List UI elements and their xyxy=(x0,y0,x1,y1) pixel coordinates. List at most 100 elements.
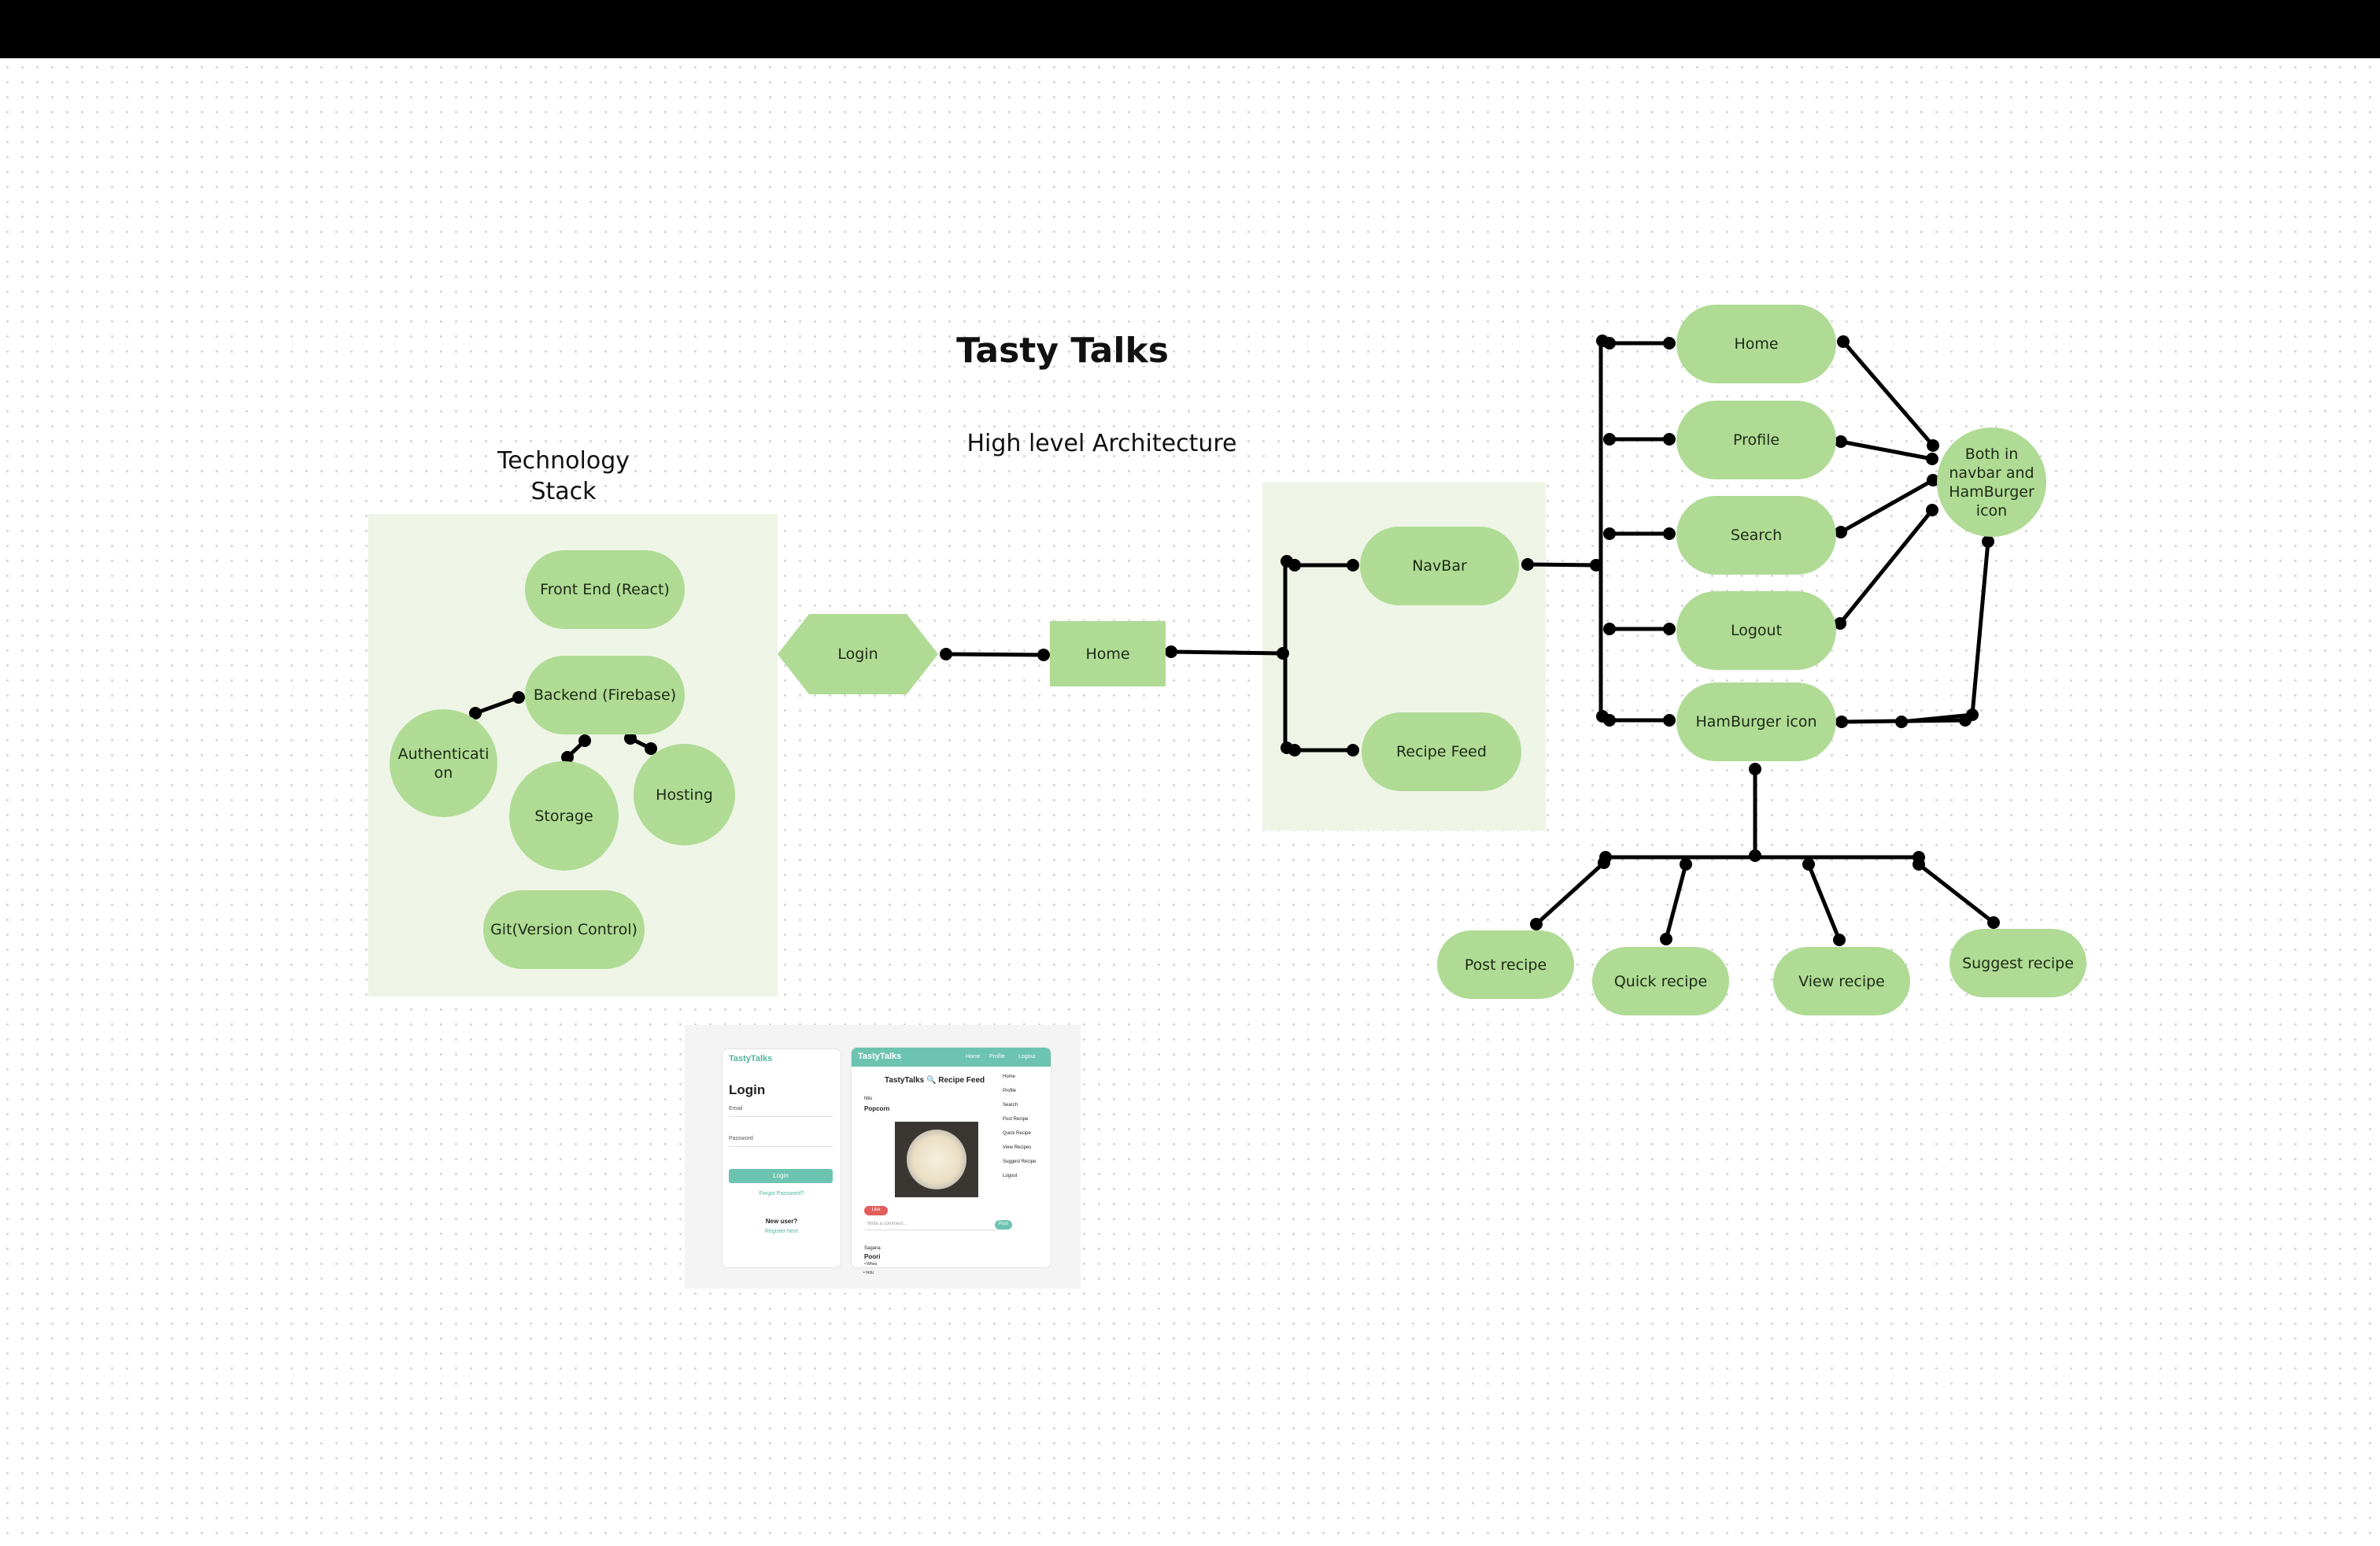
connector-dot xyxy=(1603,527,1616,540)
suggest-recipe-node[interactable]: Suggest recipe xyxy=(1949,929,2086,997)
popcorn-image xyxy=(895,1122,978,1197)
connector-dot xyxy=(1982,535,1994,548)
post-author: Ntis xyxy=(864,1097,873,1101)
hamburger-both-connector-b xyxy=(1970,539,1990,717)
recipe-feed-node[interactable]: Recipe Feed xyxy=(1362,712,1521,791)
menu-item-logout[interactable]: Logout xyxy=(1003,1174,1018,1178)
connector-dot xyxy=(1663,527,1676,540)
connector-dot xyxy=(1802,858,1815,871)
connector-dot xyxy=(1663,433,1676,446)
connector-dot xyxy=(578,734,591,747)
connector-dot xyxy=(1835,435,1847,448)
connector-dot xyxy=(1833,934,1846,946)
connector-dot xyxy=(1987,916,2000,929)
menu-item-suggest-recipe[interactable]: Suggest Recipe xyxy=(1003,1160,1037,1164)
connector-dot xyxy=(1926,504,1938,516)
forgot-password-link[interactable]: Forgot Password? xyxy=(759,1191,804,1196)
email-field[interactable] xyxy=(729,1116,833,1117)
connector-dot xyxy=(1837,335,1850,348)
logout-both-connector xyxy=(1838,508,1935,626)
password-field[interactable] xyxy=(729,1146,833,1147)
hamburger-menu: Home Profile Search Post Recipe Quick Re… xyxy=(1000,1070,1050,1188)
tech-stack-title: Technology Stack xyxy=(497,447,630,505)
home-flow-node[interactable]: Home xyxy=(1050,621,1166,686)
connector-dot xyxy=(1530,918,1543,930)
register-link[interactable]: Register here xyxy=(764,1229,799,1234)
menu-item-view-recipes[interactable]: View Recipes xyxy=(1003,1145,1032,1150)
connector-dot xyxy=(1603,623,1616,635)
bus-view-connector xyxy=(1806,862,1842,942)
nav-logout-node[interactable]: Logout xyxy=(1676,591,1836,670)
post2-line1: • Whea xyxy=(864,1262,878,1267)
home-both-connector xyxy=(1841,339,1935,448)
like-label: Like xyxy=(871,1208,881,1212)
menu-item-search[interactable]: Search xyxy=(1003,1103,1018,1108)
post-comment-label: Post xyxy=(998,1222,1008,1226)
connector-dot xyxy=(1895,716,1908,728)
password-label: Password xyxy=(729,1136,753,1141)
connector-dot xyxy=(1603,714,1616,727)
feed-header: TastyTalks Home Profile Logout xyxy=(852,1048,1051,1067)
nav-home-node[interactable]: Home xyxy=(1676,305,1836,383)
connector-dot xyxy=(1590,559,1602,571)
post-recipe-node[interactable]: Post recipe xyxy=(1437,930,1574,999)
login-heading: Login xyxy=(729,1082,766,1097)
hosting-node[interactable]: Hosting xyxy=(634,744,735,845)
hamburger-both-connector-a xyxy=(1899,712,1975,724)
connector-dot xyxy=(1288,744,1301,756)
bus-post-connector xyxy=(1534,860,1606,926)
view-recipe-node[interactable]: View recipe xyxy=(1773,947,1910,1015)
connector-dot xyxy=(1913,858,1925,871)
top-black-bar xyxy=(0,0,2380,58)
feed-nav-home[interactable]: Home xyxy=(966,1054,981,1060)
menu-item-quick-recipe[interactable]: Quick Recipe xyxy=(1003,1131,1031,1136)
quick-recipe-node[interactable]: Quick recipe xyxy=(1592,947,1729,1015)
feed-nav-logout[interactable]: Logout xyxy=(1018,1054,1036,1060)
bus-quick-connector xyxy=(1664,862,1688,941)
connector-dot xyxy=(1749,849,1761,862)
connector-dot xyxy=(1288,559,1301,571)
backend-authentication-connector xyxy=(473,695,521,716)
connector-dot xyxy=(1660,933,1672,945)
front-end-node[interactable]: Front End (React) xyxy=(525,550,685,629)
connector-dot xyxy=(1663,623,1676,635)
search-both-connector xyxy=(1839,478,1935,534)
connector-dot xyxy=(1603,433,1616,446)
login-node-shape[interactable] xyxy=(778,614,938,694)
like-button[interactable]: Like xyxy=(864,1206,888,1215)
menu-item-post-recipe[interactable]: Post Recipe xyxy=(1003,1117,1029,1122)
nav-profile-node[interactable]: Profile xyxy=(1676,401,1836,479)
bus-suggest-connector xyxy=(1916,862,1996,925)
email-label: Email xyxy=(729,1106,743,1111)
comment-placeholder: Write a comment... xyxy=(867,1222,907,1226)
nav-search-node[interactable]: Search xyxy=(1676,496,1836,575)
feed-brand: TastyTalks xyxy=(858,1052,902,1061)
storage-node[interactable]: Storage xyxy=(509,761,619,871)
post-title: Popcorn xyxy=(864,1105,890,1112)
navbar-node[interactable]: NavBar xyxy=(1360,527,1519,605)
both-note-node[interactable]: Both in navbar and HamBurger icon xyxy=(1937,427,2046,537)
backend-node[interactable]: Backend (Firebase) xyxy=(525,656,685,734)
menu-item-home[interactable]: Home xyxy=(1003,1074,1016,1079)
connector-dot xyxy=(1926,453,1938,465)
authentication-node[interactable]: Authenticati on xyxy=(390,709,497,817)
post2-line2: • Indu xyxy=(863,1270,874,1275)
comment-input[interactable]: Write a comment... xyxy=(864,1220,998,1230)
login-node[interactable]: Login xyxy=(837,645,878,663)
connector-dot xyxy=(1927,474,1939,486)
nav-hamburger-node[interactable]: HamBurger icon xyxy=(1676,682,1836,761)
connector-dot xyxy=(1966,708,1979,721)
profile-both-connector xyxy=(1839,439,1935,461)
login-submit-label: Login xyxy=(773,1172,789,1179)
post-comment-button[interactable]: Post xyxy=(995,1220,1012,1230)
menu-item-profile[interactable]: Profile xyxy=(1003,1089,1017,1093)
login-home-connector xyxy=(944,652,1046,657)
login-submit-button[interactable]: Login xyxy=(729,1169,833,1183)
connector-dot xyxy=(1834,617,1846,630)
connector-dot xyxy=(512,691,525,704)
feed-nav-profile[interactable]: Profile xyxy=(989,1054,1005,1060)
git-node[interactable]: Git(Version Control) xyxy=(483,890,645,969)
connector-dot xyxy=(645,742,657,755)
connector-dot xyxy=(469,707,482,719)
